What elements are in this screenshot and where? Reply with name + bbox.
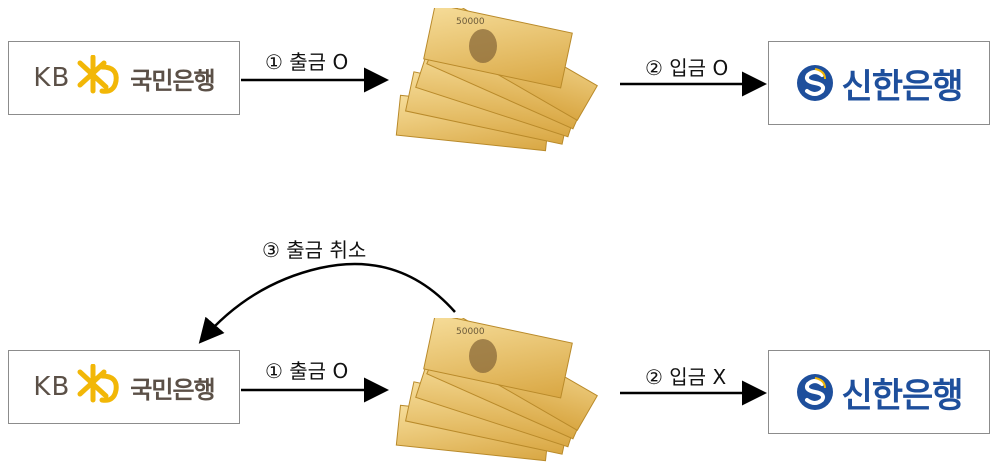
step1-withdraw-label: ① 출금 O <box>265 359 349 383</box>
kb-bank-name: 국민은행 <box>130 375 215 404</box>
step1-withdraw-label: ① 출금 O <box>265 50 349 74</box>
shinhan-bank-box-2: 신한은행 <box>768 350 990 434</box>
shinhan-bank-name: 신한은행 <box>841 375 963 416</box>
kb-star-logo-icon <box>77 55 119 94</box>
shinhan-s-logo-icon <box>797 65 834 101</box>
step3-cancel-label: ③ 출금 취소 <box>262 238 367 262</box>
arrow-cancel-curve <box>198 262 456 344</box>
note-text: 50000 <box>456 17 485 27</box>
kb-bank-box-2: KB 국민은행 <box>8 350 240 424</box>
kb-bank-box-1: KB 국민은행 <box>8 41 240 115</box>
kb-bank-name: 국민은행 <box>130 66 215 95</box>
shinhan-bank-name: 신한은행 <box>841 66 963 107</box>
shinhan-s-logo-icon <box>797 374 834 410</box>
banknotes-fan-icon: 50000 <box>395 318 598 462</box>
note-text: 50000 <box>456 327 485 337</box>
kb-letters: KB <box>33 372 71 402</box>
step2-deposit-label: ② 입금 X <box>645 365 727 389</box>
kb-star-logo-icon <box>77 364 119 403</box>
shinhan-bank-box-1: 신한은행 <box>768 41 990 125</box>
step2-deposit-label: ② 입금 O <box>645 56 729 80</box>
banknotes-fan-icon: 50000 <box>395 8 598 152</box>
kb-letters: KB <box>33 63 71 93</box>
